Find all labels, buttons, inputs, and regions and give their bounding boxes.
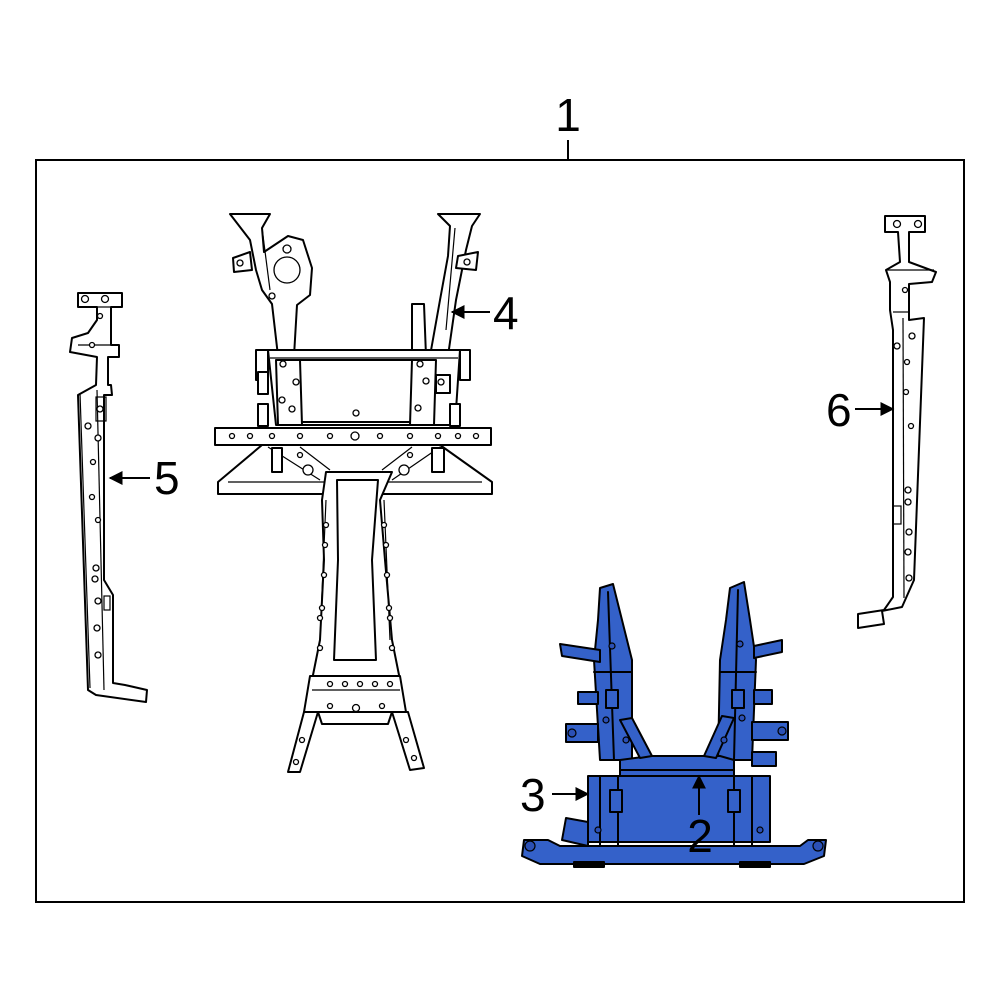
callout-2: 2 — [687, 810, 713, 862]
callout-4: 4 — [493, 287, 519, 339]
right-upper-bracket — [753, 689, 773, 705]
assembly-frame-box — [35, 159, 965, 903]
part-5-left-rail — [69, 292, 148, 703]
callout-5: 5 — [154, 452, 180, 504]
left-lower-bracket — [561, 817, 589, 847]
part-6-right-rail — [857, 215, 937, 629]
left-mid-bracket — [565, 723, 599, 743]
lower-body — [587, 775, 771, 843]
bottom-flange — [521, 839, 827, 865]
highlighted-rear-frame — [521, 581, 827, 868]
center-frame-assembly — [214, 213, 493, 773]
middle-crossmember — [619, 755, 735, 779]
callout-6: 6 — [826, 384, 852, 436]
right-lower-bracket — [751, 751, 777, 767]
right-mid-bracket — [751, 721, 789, 741]
left-arm-tab — [559, 643, 601, 663]
right-arm-tab — [753, 639, 783, 659]
callout-3: 3 — [520, 769, 546, 821]
left-diagonal-brace — [619, 717, 653, 759]
callout-1: 1 — [555, 89, 581, 141]
left-upper-bracket — [577, 691, 599, 705]
right-diagonal-brace — [703, 715, 735, 759]
